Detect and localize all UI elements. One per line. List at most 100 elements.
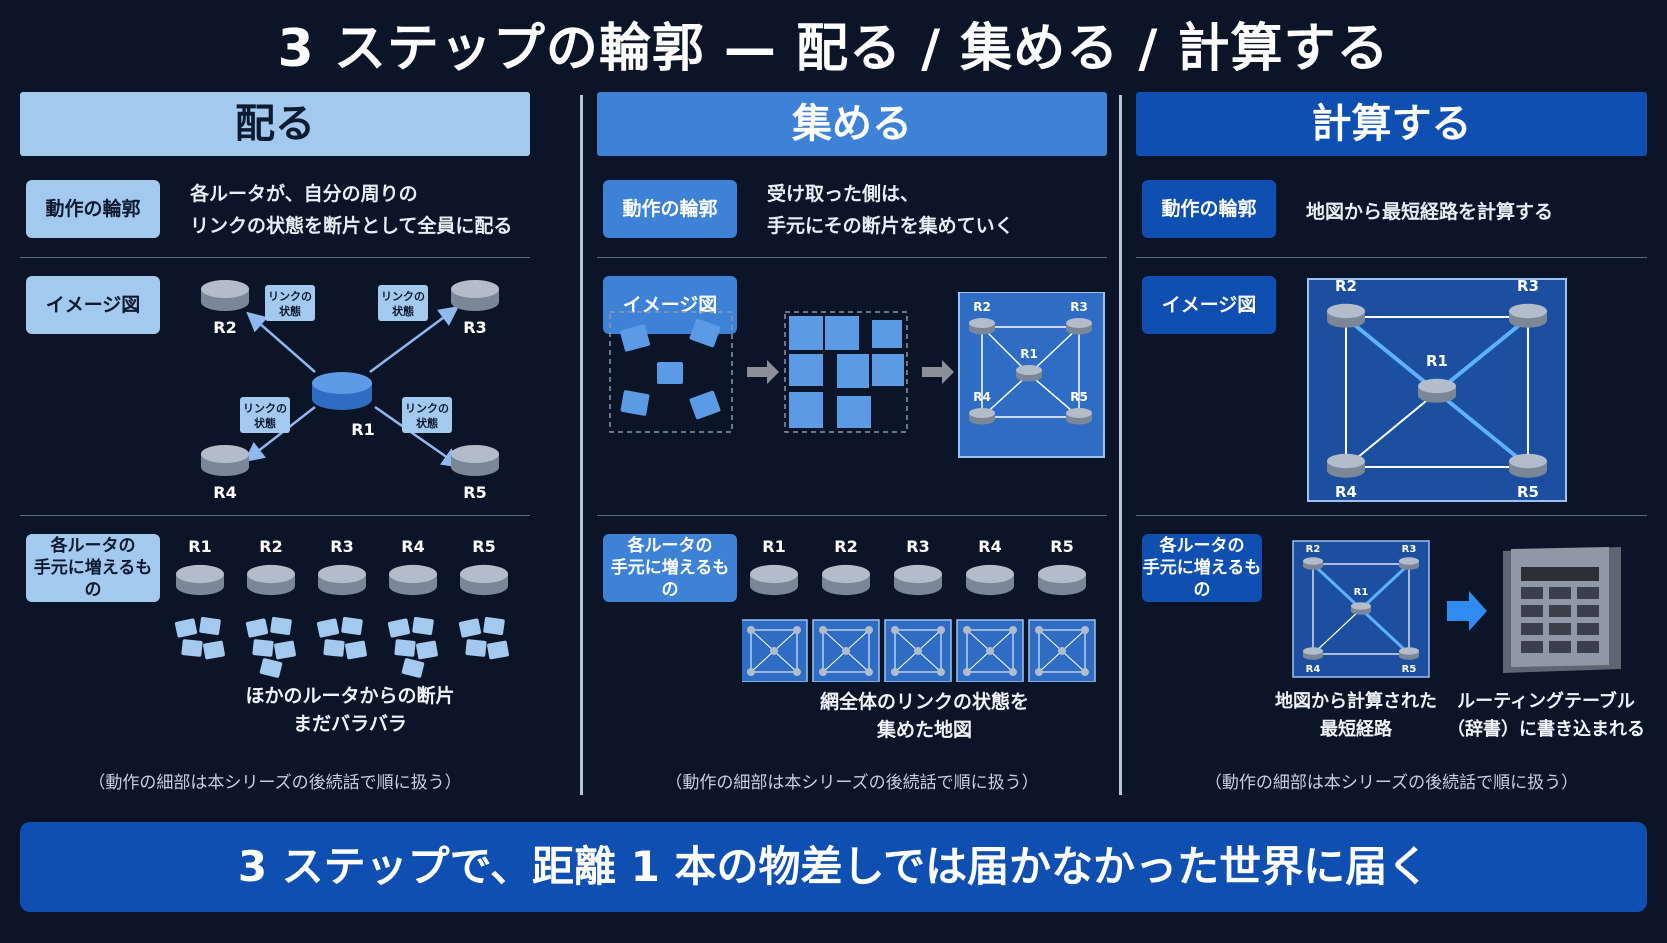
router-icon bbox=[1418, 378, 1456, 403]
label-image: イメージ図 bbox=[26, 276, 160, 334]
router-icon bbox=[1038, 564, 1086, 596]
router-icon bbox=[1327, 453, 1365, 478]
router-icon bbox=[1016, 365, 1042, 382]
caption-line: 地図から計算された bbox=[1275, 691, 1437, 712]
router-label: R4 bbox=[401, 537, 424, 556]
small-shortest-path bbox=[1314, 565, 1408, 653]
column-header: 計算する bbox=[1136, 92, 1647, 156]
column-distribute: 配る 動作の輪郭 各ルータが、自分の周りの リンクの状態を断片として全員に配る … bbox=[20, 92, 530, 797]
label-line: 手元に増えるもの bbox=[610, 557, 730, 601]
caption-fragments: ほかのルータからの断片 まだバラバラ bbox=[170, 682, 530, 738]
router-label: R5 bbox=[1070, 390, 1088, 404]
router-icon bbox=[1399, 557, 1419, 570]
distribute-diagram: リンクの 状態 リンクの 状態 リンクの 状態 リンクの 状態 R2 R3 bbox=[201, 280, 499, 502]
caption-shortest-path: 地図から計算された 最短経路 bbox=[1266, 688, 1446, 744]
router-icon bbox=[1509, 453, 1547, 478]
router-label: R1 bbox=[762, 537, 785, 556]
router-label: R4 bbox=[978, 537, 1001, 556]
small-map-links bbox=[1312, 563, 1410, 655]
tag-line: 状態 bbox=[392, 304, 414, 318]
tag-line: 状態 bbox=[279, 304, 301, 318]
router-label: R3 bbox=[330, 537, 353, 556]
arrow-to-r3 bbox=[369, 306, 460, 374]
router-r3-icon bbox=[451, 280, 499, 311]
label-line: 手元に増えるもの bbox=[33, 557, 153, 601]
label-line: 各ルータの bbox=[627, 535, 713, 556]
caption-line: まだバラバラ bbox=[293, 713, 407, 735]
tag-line: リンクの bbox=[405, 402, 449, 415]
action-description: 受け取った側は、 手元にその断片を集めていく bbox=[767, 178, 1107, 242]
arrow-to-r2 bbox=[246, 311, 316, 373]
column-collect: 集める 動作の輪郭 受け取った側は、 手元にその断片を集めていく イメージ図 bbox=[597, 92, 1107, 797]
fragment-cards bbox=[245, 616, 296, 678]
caption-line: 集めた地図 bbox=[876, 719, 972, 741]
tag-line: リンクの bbox=[381, 290, 425, 303]
router-icon bbox=[1066, 318, 1092, 335]
mini-map bbox=[812, 619, 880, 682]
caption-line: ほかのルータからの断片 bbox=[245, 685, 455, 707]
router-label: R3 bbox=[1070, 300, 1088, 314]
row-divider bbox=[20, 515, 530, 516]
caption-line: （辞書）に書き込まれる bbox=[1447, 719, 1645, 740]
routing-table-book-icon bbox=[1503, 547, 1621, 673]
router-label: R4 bbox=[213, 483, 236, 502]
row-divider bbox=[597, 257, 1107, 258]
router-label: R4 bbox=[1306, 664, 1321, 675]
map-links bbox=[1345, 316, 1529, 468]
router-icon bbox=[1327, 303, 1365, 328]
desc-line: 手元にその断片を集めていく bbox=[767, 215, 1014, 237]
router-icon bbox=[1351, 602, 1371, 615]
caption-line: ルーティングテーブル bbox=[1457, 691, 1635, 712]
tag-line: 状態 bbox=[416, 416, 438, 430]
router-icon bbox=[389, 564, 437, 596]
caption-line: 最短経路 bbox=[1320, 719, 1392, 740]
router-icon bbox=[1303, 647, 1323, 660]
router-icon bbox=[460, 564, 508, 596]
column-divider bbox=[1119, 95, 1122, 795]
router-r4-icon bbox=[201, 445, 249, 476]
router-label: R3 bbox=[906, 537, 929, 556]
router-label: R2 bbox=[973, 300, 991, 314]
router-r1-icon bbox=[312, 372, 372, 410]
page-title: 3 ステップの輪郭 — 配る / 集める / 計算する bbox=[277, 19, 1390, 79]
router-icon bbox=[1066, 408, 1092, 425]
column-header: 集める bbox=[597, 92, 1107, 156]
label-image: イメージ図 bbox=[603, 276, 737, 334]
arrow-right-icon bbox=[1447, 591, 1487, 631]
tag-line: リンクの bbox=[243, 402, 287, 415]
router-icon bbox=[750, 564, 798, 596]
label-gain: 各ルータの 手元に増えるもの bbox=[1142, 534, 1262, 602]
footnote: （動作の細部は本シリーズの後続話で順に扱う） bbox=[88, 773, 462, 793]
summary-banner: 3 ステップで、距離 1 本の物差しでは届かなかった世界に届く bbox=[20, 822, 1647, 912]
fragment-cards bbox=[174, 616, 225, 660]
desc-line: 地図から最短経路を計算する bbox=[1306, 201, 1554, 223]
row-divider bbox=[597, 515, 1107, 516]
router-icon bbox=[894, 564, 942, 596]
footnote: （動作の細部は本シリーズの後続話で順に扱う） bbox=[1204, 773, 1579, 793]
scattered-pieces bbox=[620, 318, 721, 420]
fragment-cards bbox=[458, 616, 509, 660]
mini-map bbox=[742, 619, 808, 682]
caption-routing-table: ルーティングテーブル （辞書）に書き込まれる bbox=[1446, 688, 1646, 744]
router-label: R5 bbox=[472, 537, 495, 556]
router-label: R1 bbox=[188, 537, 211, 556]
desc-line: リンクの状態を断片として全員に配る bbox=[190, 215, 513, 237]
router-label: R2 bbox=[1306, 544, 1321, 555]
router-label: R5 bbox=[1517, 483, 1539, 501]
fragment-cards bbox=[316, 616, 367, 660]
mini-map bbox=[884, 619, 952, 682]
label-action-outline: 動作の輪郭 bbox=[26, 180, 160, 238]
router-icon bbox=[1509, 303, 1547, 328]
router-label: R1 bbox=[1020, 347, 1038, 361]
mini-map bbox=[1028, 619, 1096, 682]
row-divider bbox=[1136, 257, 1647, 258]
label-line: 各ルータの bbox=[1159, 535, 1245, 556]
column-divider bbox=[580, 95, 583, 795]
router-label: R1 bbox=[351, 420, 374, 439]
router-icon bbox=[969, 408, 995, 425]
tag-line: リンクの bbox=[268, 290, 312, 303]
arrow-to-r5 bbox=[374, 405, 463, 468]
